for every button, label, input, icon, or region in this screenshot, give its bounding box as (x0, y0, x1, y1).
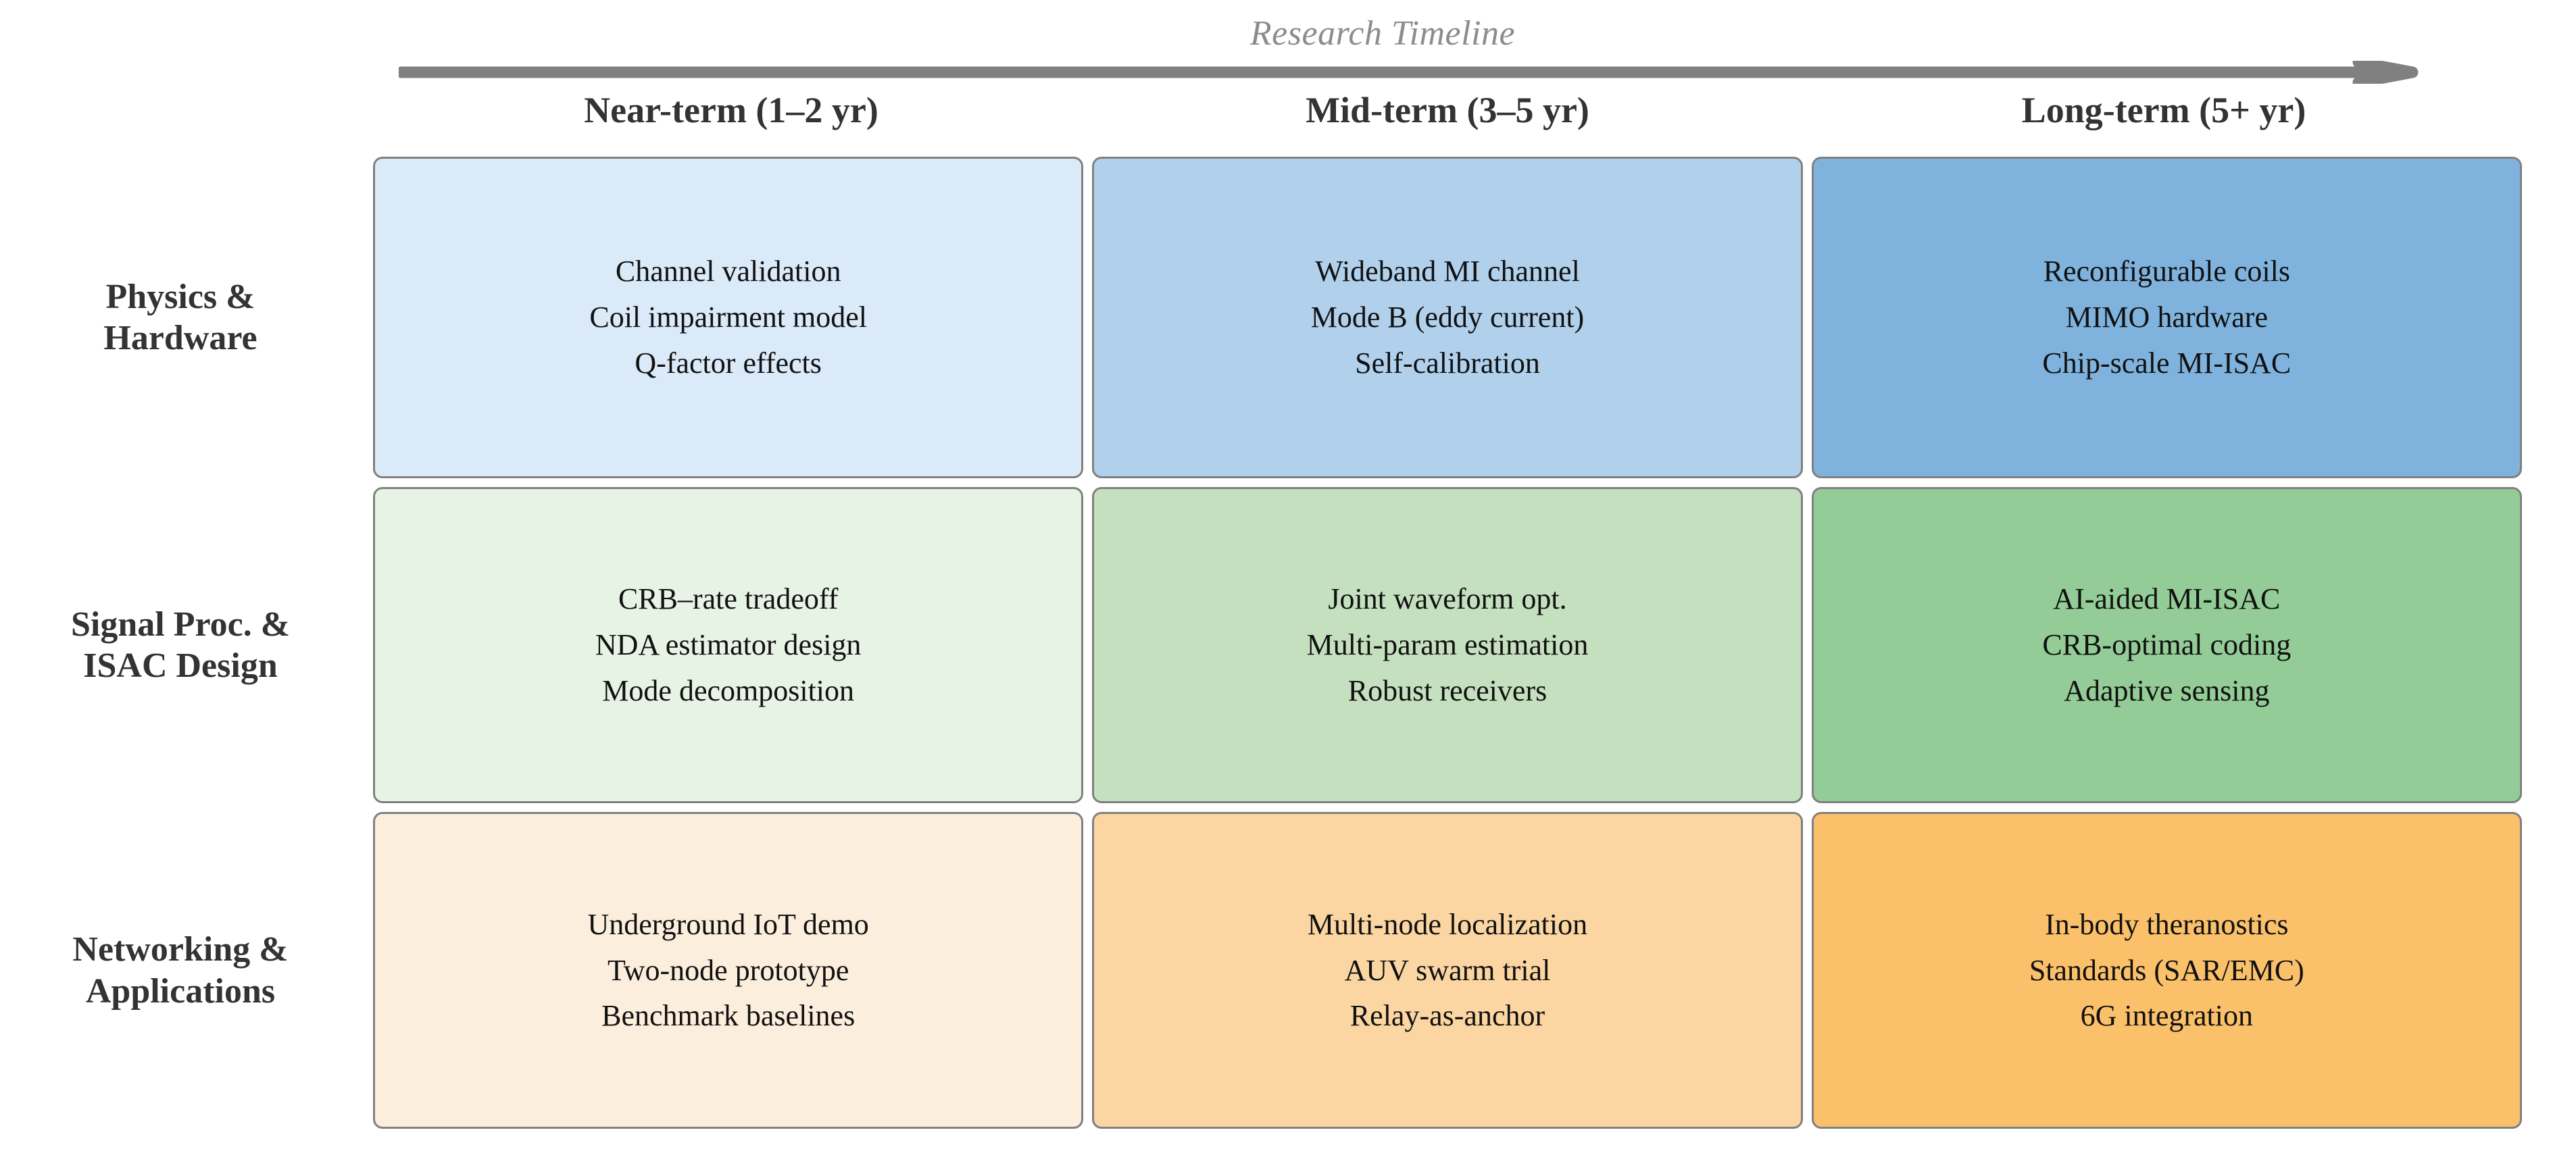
row-cells-physics-hardware: Channel validation Coil impairment model… (373, 157, 2576, 478)
cell-text: Channel validation Coil impairment model… (589, 255, 867, 380)
cell-text: Joint waveform opt. Multi-param estimati… (1306, 582, 1589, 707)
cell-physics-mid-term[interactable]: Wideband MI channel Mode B (eddy current… (1092, 157, 1803, 478)
matrix-row-networking-applications: Networking & Applications Underground Io… (0, 812, 2576, 1129)
cell-text: Wideband MI channel Mode B (eddy current… (1310, 255, 1585, 380)
right-arrow-icon (399, 61, 2419, 84)
cell-text: Underground IoT demo Two-node prototype … (587, 907, 869, 1033)
row-cells-networking-applications: Underground IoT demo Two-node prototype … (373, 812, 2576, 1129)
timeline-title: Research Timeline (1249, 14, 1516, 53)
row-label-signal-proc-isac-design: Signal Proc. & ISAC Design (70, 605, 291, 685)
column-header-near-term: Near-term (1–2 yr) (584, 90, 878, 130)
column-header-mid-term: Mid-term (3–5 yr) (1306, 90, 1589, 130)
row-label-networking-applications: Networking & Applications (72, 930, 289, 1011)
cell-signal-long-term[interactable]: AI-aided MI-ISAC CRB-optimal coding Adap… (1811, 487, 2522, 803)
timeline-matrix: Physics & Hardware Channel validation Co… (0, 157, 2576, 1129)
cell-networking-mid-term[interactable]: Multi-node localization AUV swarm trial … (1092, 812, 1803, 1129)
matrix-row-physics-hardware: Physics & Hardware Channel validation Co… (0, 157, 2576, 478)
cell-networking-near-term[interactable]: Underground IoT demo Two-node prototype … (373, 812, 1084, 1129)
cell-text: In-body theranostics Standards (SAR/EMC)… (2029, 907, 2304, 1033)
cell-physics-long-term[interactable]: Reconfigurable coils MIMO hardware Chip-… (1811, 157, 2522, 478)
row-cells-signal-proc-isac-design: CRB–rate tradeoff NDA estimator design M… (373, 487, 2576, 803)
row-label-physics-hardware: Physics & Hardware (103, 277, 257, 357)
cell-text: CRB–rate tradeoff NDA estimator design M… (595, 582, 862, 707)
matrix-row-signal-proc-isac-design: Signal Proc. & ISAC Design CRB–rate trad… (0, 487, 2576, 803)
cell-text: AI-aided MI-ISAC CRB-optimal coding Adap… (2042, 582, 2292, 707)
cell-text: Multi-node localization AUV swarm trial … (1307, 907, 1588, 1033)
cell-signal-near-term[interactable]: CRB–rate tradeoff NDA estimator design M… (373, 487, 1084, 803)
cell-networking-long-term[interactable]: In-body theranostics Standards (SAR/EMC)… (1811, 812, 2522, 1129)
column-header-long-term: Long-term (5+ yr) (2021, 90, 2306, 130)
column-headers: Near-term (1–2 yr) Mid-term (3–5 yr) Lon… (373, 89, 2522, 131)
cell-text: Reconfigurable coils MIMO hardware Chip-… (2042, 255, 2292, 380)
cell-physics-near-term[interactable]: Channel validation Coil impairment model… (373, 157, 1084, 478)
cell-signal-mid-term[interactable]: Joint waveform opt. Multi-param estimati… (1092, 487, 1803, 803)
